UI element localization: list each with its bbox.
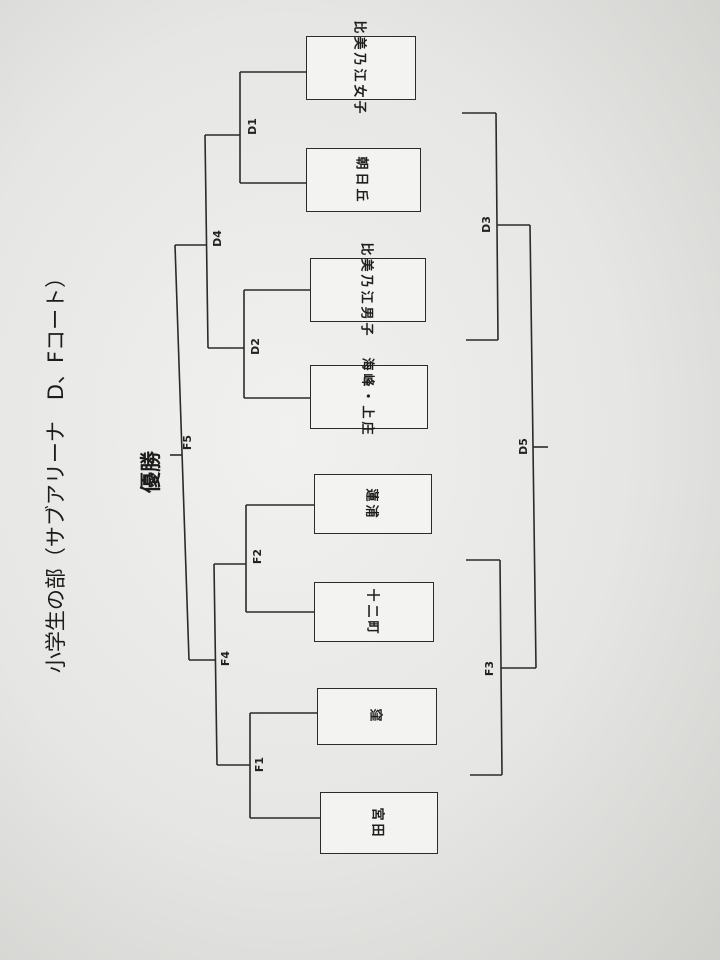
team-box-7: 窪 [317, 688, 437, 745]
match-label-f3: F3 [483, 660, 497, 677]
team-name-5: 蓮浦 [363, 487, 379, 521]
match-label-f2: F2 [251, 548, 265, 565]
team-box-3: 比美乃江男子 [310, 242, 426, 338]
team-name-2: 朝日丘 [353, 155, 369, 205]
match-label-d1: D1 [245, 118, 259, 135]
match-label-d2: D2 [248, 338, 262, 355]
team-name-6: 十二町 [364, 587, 380, 637]
team-name-7: 窪 [367, 708, 383, 725]
team-name-1: 比美乃江女子 [351, 19, 367, 117]
match-label-f4: F4 [219, 650, 233, 667]
line-f5-v [174, 244, 190, 661]
team-box-5: 蓮浦 [314, 474, 432, 534]
team-box-6: 十二町 [314, 582, 434, 642]
match-label-d5: D5 [516, 438, 530, 455]
team-name-3: 比美乃江男子 [358, 241, 374, 339]
line-d4-v [204, 134, 209, 349]
team-box-4: 海峰・上庄 [310, 357, 428, 437]
team-box-2: 朝日丘 [306, 148, 421, 212]
match-label-d3: D3 [479, 216, 493, 233]
match-label-f1: F1 [253, 756, 267, 773]
team-name-4: 海峰・上庄 [359, 356, 375, 438]
team-name-8: 宮田 [369, 806, 385, 840]
team-box-1: 比美乃江女子 [306, 20, 416, 116]
match-label-d4: D4 [210, 230, 224, 247]
match-label-f5: F5 [181, 434, 195, 451]
line-d3-v [495, 112, 499, 341]
team-box-8: 宮田 [320, 792, 438, 854]
line-f4-v [213, 563, 218, 766]
